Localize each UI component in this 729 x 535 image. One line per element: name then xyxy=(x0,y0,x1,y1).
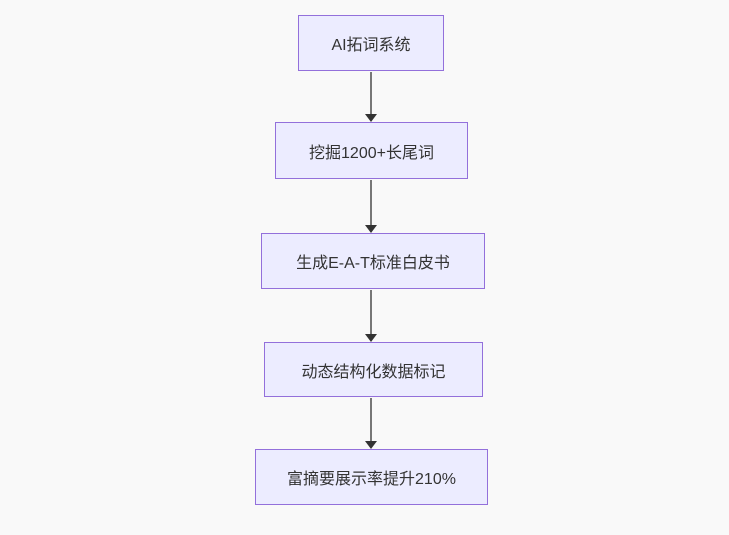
node-ai-keyword-expansion-system: AI拓词系统 xyxy=(298,15,444,71)
node-rich-snippet-rate-increase: 富摘要展示率提升210% xyxy=(255,449,488,505)
node-generate-eat-whitepaper: 生成E-A-T标准白皮书 xyxy=(261,233,485,289)
node-label: 动态结构化数据标记 xyxy=(301,363,446,381)
arrowhead-icon xyxy=(365,114,377,122)
arrowhead-icon xyxy=(365,225,377,233)
node-dynamic-structured-data-markup: 动态结构化数据标记 xyxy=(264,342,483,397)
edge-line-2 xyxy=(370,180,372,226)
node-label: 挖掘1200+长尾词 xyxy=(309,144,434,162)
edge-line-4 xyxy=(370,398,372,442)
node-label: 生成E-A-T标准白皮书 xyxy=(296,255,450,272)
arrowhead-icon xyxy=(365,334,377,342)
edge-line-3 xyxy=(370,290,372,335)
node-mine-longtail-keywords: 挖掘1200+长尾词 xyxy=(275,122,468,179)
node-label: 富摘要展示率提升210% xyxy=(287,471,456,488)
edge-line-1 xyxy=(370,72,372,115)
arrowhead-icon xyxy=(365,441,377,449)
node-label: AI拓词系统 xyxy=(331,37,411,54)
